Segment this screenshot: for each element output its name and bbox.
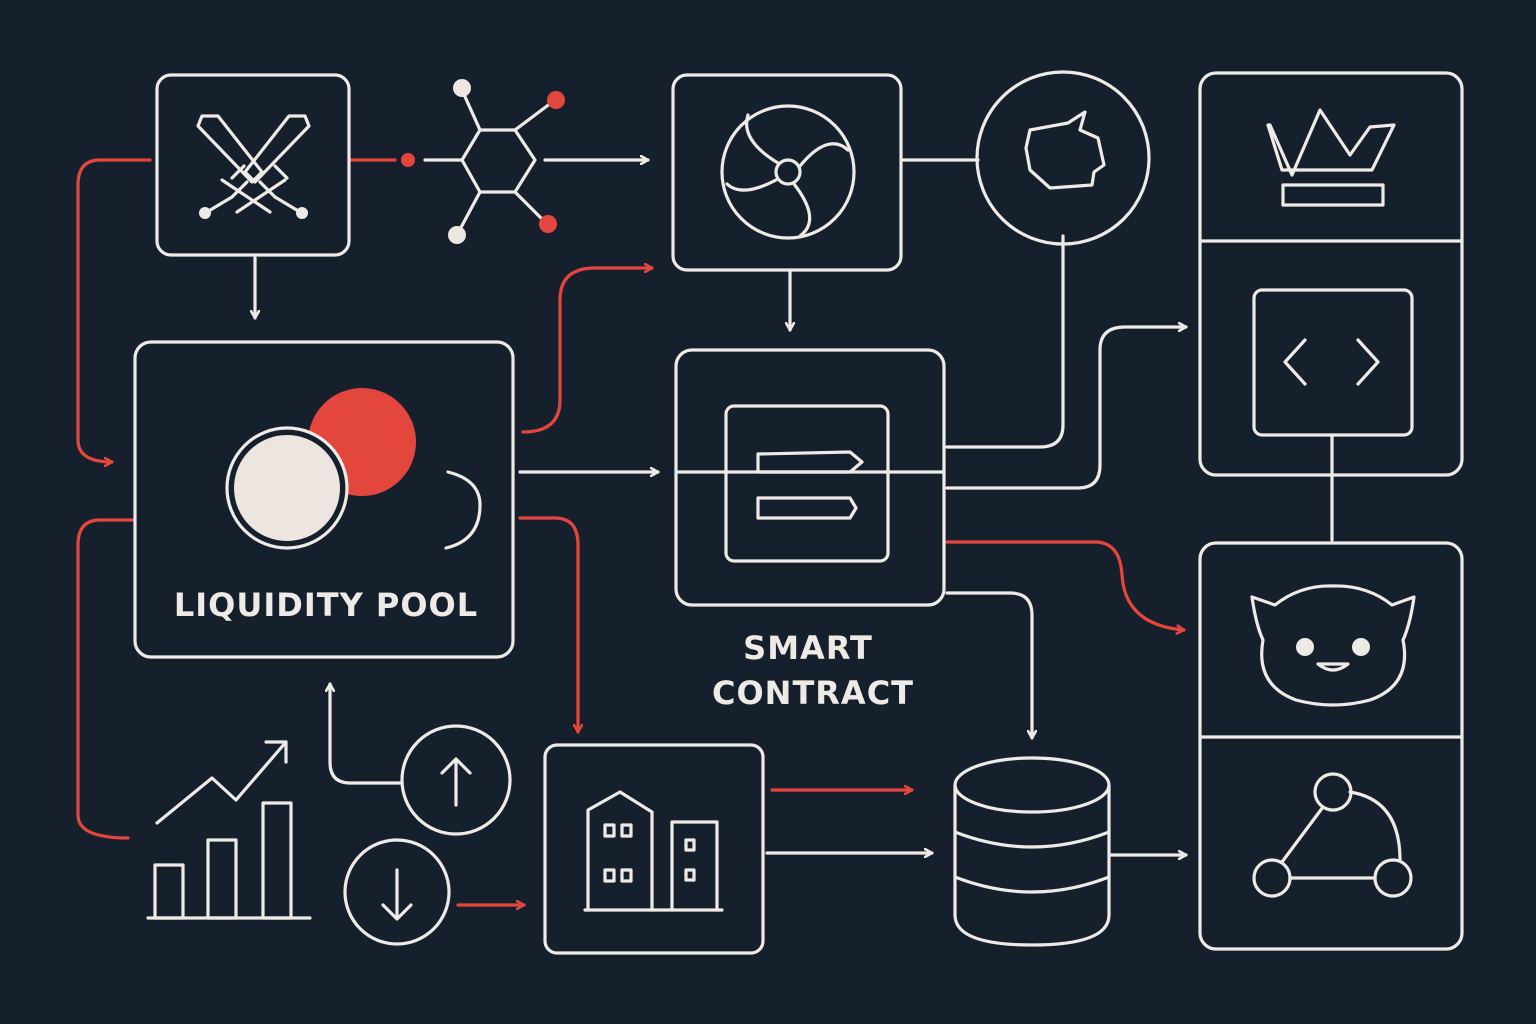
crown-code-node	[1198, 71, 1464, 477]
shield-node	[975, 70, 1151, 246]
building-node	[543, 743, 765, 955]
aperture-node	[671, 73, 903, 272]
smart-contract-label-line2: CONTRACT	[712, 674, 914, 712]
connector-contract-to-code	[945, 327, 1188, 490]
network-icon	[1252, 772, 1413, 898]
arrow-up-icon	[440, 757, 472, 807]
shield-icon	[1024, 110, 1106, 190]
smart-contract-label-line1: SMART	[743, 629, 873, 667]
connector-pool-to-building	[518, 516, 578, 734]
aperture-icon	[720, 104, 856, 240]
building-icon	[583, 790, 724, 912]
connector-dot	[401, 153, 415, 167]
coins-icon	[225, 382, 482, 550]
molecule-icon	[423, 79, 565, 244]
connector-contract-to-database	[945, 591, 1032, 740]
creature-icon	[1250, 584, 1416, 707]
connector-pool-to-aperture	[521, 268, 654, 434]
code-icon	[1283, 338, 1380, 386]
code-window	[1252, 288, 1414, 437]
arrow-up-node	[400, 724, 512, 836]
smart-contract-node: SMART CONTRACT	[674, 348, 946, 712]
database-icon	[953, 756, 1111, 947]
arrow-down-icon	[381, 868, 413, 921]
connector-swords-to-pool	[76, 158, 152, 462]
document-icon	[724, 404, 890, 563]
creature-network-node	[1198, 541, 1464, 951]
swords-icon	[196, 114, 311, 219]
connector-contract-to-creature	[945, 540, 1186, 630]
connector-pool-to-chart	[76, 518, 134, 840]
connector-shield-down	[945, 234, 1065, 449]
crown-icon	[1266, 108, 1396, 207]
liquidity-pool-node: LIQUIDITY POOL	[133, 340, 515, 659]
growth-chart-icon	[146, 740, 312, 920]
connector-up-to-pool	[330, 682, 402, 785]
connectors	[76, 153, 1334, 905]
liquidity-pool-label: LIQUIDITY POOL	[174, 586, 478, 624]
swords-node	[155, 73, 351, 257]
arrow-down-node	[343, 838, 451, 946]
